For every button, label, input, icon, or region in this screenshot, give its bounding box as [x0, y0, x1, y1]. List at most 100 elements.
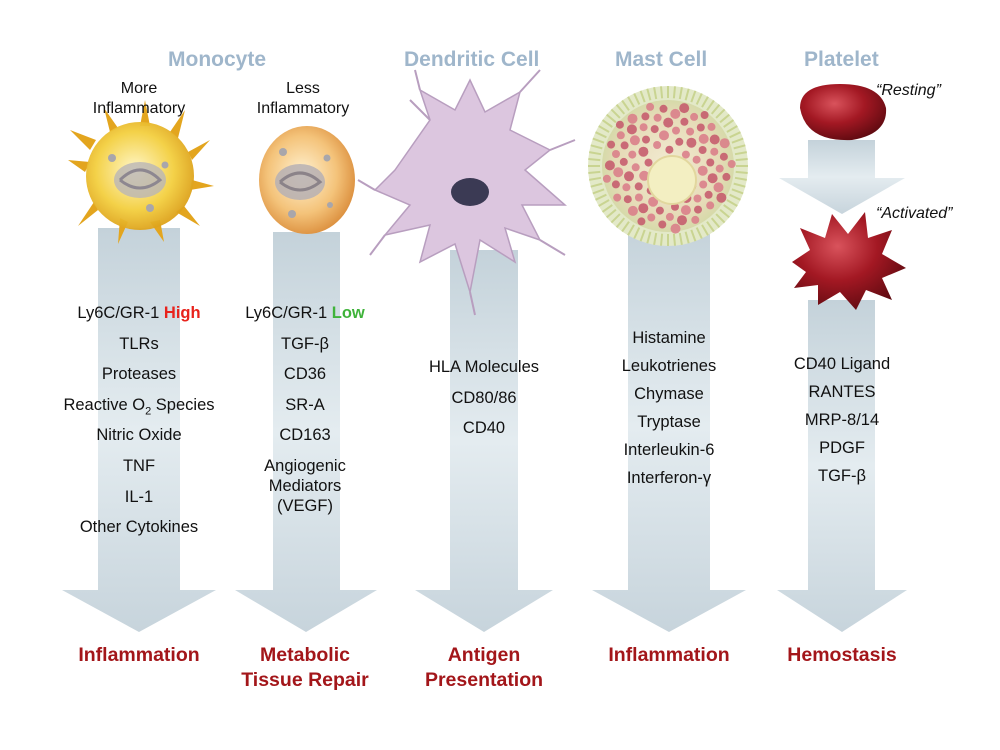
marker: Histamine [632, 329, 706, 347]
granule [629, 135, 640, 146]
marker-ly6c-low: Ly6C/GR-1 Low [245, 304, 365, 322]
extra-line: (VEGF) [277, 497, 333, 515]
granule [709, 134, 720, 145]
outcome-line2: Presentation [424, 669, 544, 691]
granule [607, 140, 616, 149]
granule [665, 145, 674, 154]
outcome-line1: Antigen [447, 644, 521, 666]
granule [706, 158, 715, 167]
marker: CD163 [279, 426, 331, 445]
granule [658, 220, 667, 229]
granule [686, 127, 695, 136]
marker: IL-1 [124, 487, 154, 506]
membrane-hair [726, 125, 738, 133]
granule [680, 205, 691, 216]
membrane-hair [606, 208, 617, 219]
granule [659, 130, 669, 141]
membrane-hair [715, 213, 726, 224]
membrane-hair [590, 144, 603, 150]
granule [698, 133, 709, 144]
membrane-hair [690, 229, 697, 242]
marker: Tryptase [637, 413, 701, 431]
membrane-hair [592, 137, 605, 144]
membrane-hair [595, 131, 607, 139]
arrow-platelet-top [779, 140, 905, 214]
granule [675, 137, 684, 146]
monocyte-less-markers: Ly6C/GR-1 Low TGF-β CD36 SR-A CD163 [230, 298, 380, 451]
marker-ly6c-high: Ly6C/GR-1 High [77, 304, 201, 322]
marker: Nitric Oxide [96, 426, 182, 445]
granule [670, 108, 681, 119]
dendritic-cell-icon [357, 69, 576, 316]
membrane-hair [660, 86, 664, 99]
monocyte-less-inflammatory-cell-icon [259, 126, 355, 234]
membrane-hair [672, 86, 676, 99]
outcome-line2: Tissue Repair [241, 669, 369, 691]
membrane-hair [588, 170, 601, 174]
membrane-hair [646, 231, 652, 244]
granule [616, 131, 625, 140]
platelet-markers: CD40 Ligand RANTES MRP-8/14 PDGF TGF-β [762, 350, 922, 490]
membrane-hair [735, 170, 748, 174]
marker: MRP-8/14 [804, 411, 880, 429]
granule [619, 157, 628, 166]
granule [663, 117, 674, 128]
granule [602, 174, 611, 183]
outcome-line1: Metabolic [260, 644, 350, 666]
header-platelet: Platelet [804, 48, 879, 71]
membrane-hair [733, 144, 746, 150]
granule [698, 146, 707, 154]
membrane-hair [639, 90, 646, 103]
membrane-hair [734, 151, 747, 156]
membrane-hair [719, 113, 730, 124]
membrane-hair [672, 233, 676, 246]
granule [670, 223, 681, 234]
membrane-hair [723, 204, 735, 213]
marker-reactive-species: Reactive O2 Species [63, 395, 215, 418]
granule [644, 158, 653, 167]
granule [650, 125, 659, 134]
marker: Interferon-γ [626, 469, 712, 487]
marker: Leukotrienes [621, 357, 717, 375]
outcome-inflammation-mast: Inflammation [608, 644, 730, 666]
membrane-hair [598, 199, 610, 207]
granule [690, 112, 699, 121]
granule [615, 120, 624, 129]
membrane-hair [695, 227, 703, 239]
membrane-hair [710, 104, 721, 115]
marker: TLRs [119, 334, 159, 353]
membrane-hair [598, 125, 610, 133]
granule [647, 213, 656, 222]
granule [710, 147, 719, 156]
marker: Other Cytokines [79, 518, 199, 537]
granule [626, 124, 637, 135]
granule [637, 217, 646, 226]
marker: CD80/86 [451, 388, 517, 407]
marker: Chymase [634, 385, 704, 403]
granule [672, 126, 680, 135]
membrane-hair [731, 188, 744, 195]
granule [646, 102, 655, 111]
dendritic-markers: HLA Molecules CD80/86 CD40 [404, 352, 564, 444]
level-high: High [163, 304, 201, 322]
membrane-hair [615, 104, 626, 115]
granule [638, 203, 649, 214]
granule [719, 138, 730, 149]
monocyte-more-markers: Ly6C/GR-1 High TLRs Proteases Reactive O… [39, 298, 239, 543]
granule [665, 212, 674, 221]
membrane-hair [701, 96, 709, 108]
granule [699, 180, 708, 189]
granule [659, 104, 668, 113]
granule [697, 165, 708, 176]
label-resting: “Resting” [876, 82, 941, 99]
marker: Interleukin-6 [623, 441, 715, 459]
granule [634, 182, 643, 191]
membrane-hair [726, 199, 738, 207]
membrane-hair [633, 227, 641, 239]
granule [642, 135, 650, 144]
membrane-hair [701, 224, 709, 236]
membrane-hair [684, 88, 690, 101]
granule [638, 146, 649, 157]
granule [679, 103, 690, 114]
